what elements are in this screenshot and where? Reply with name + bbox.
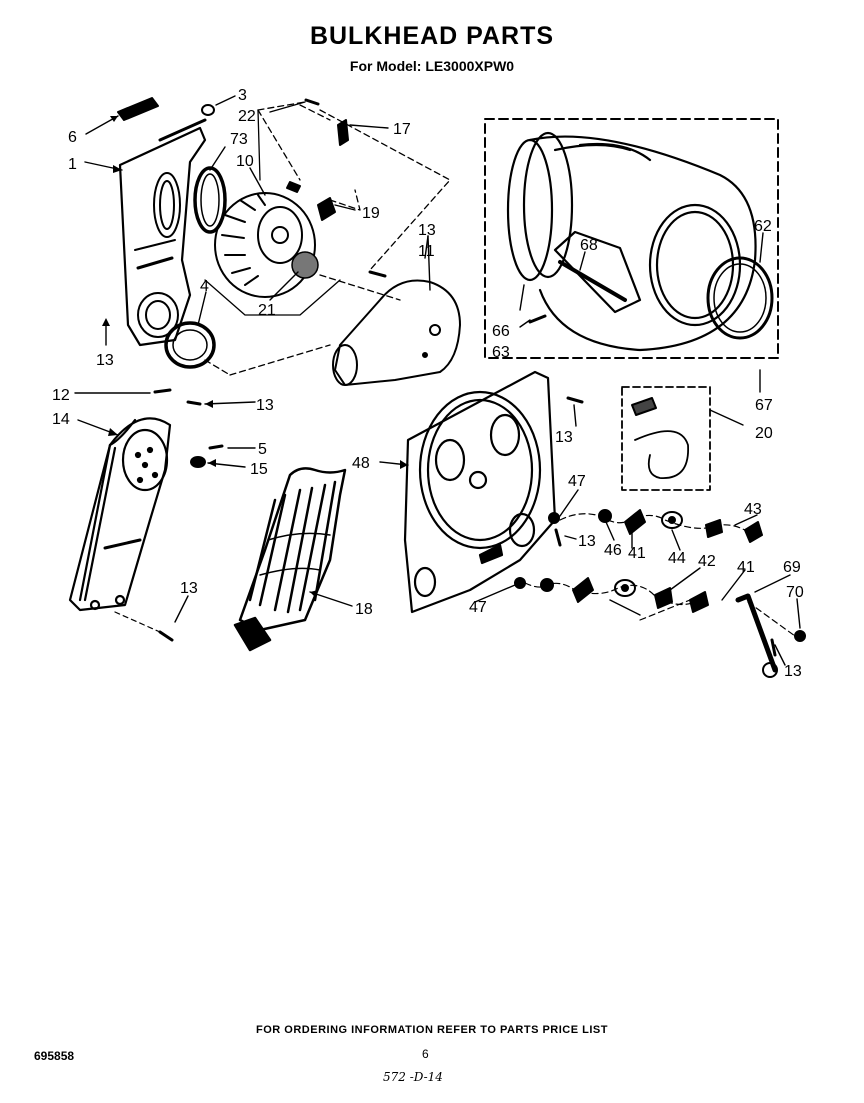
callout-label: 13 xyxy=(555,429,573,446)
callout-label: 73 xyxy=(230,131,248,148)
drum-seal-ring-part xyxy=(706,256,774,340)
callout-label: 47 xyxy=(469,599,487,616)
callout-label: 17 xyxy=(393,121,411,138)
callout-label: 67 xyxy=(755,397,773,414)
bolt-part xyxy=(286,181,301,193)
callout-label: 22 xyxy=(238,108,256,125)
callout-label: 20 xyxy=(755,425,773,442)
callout-label: 3 xyxy=(238,87,247,104)
blower-housing-part xyxy=(118,126,207,347)
roller-assembly-parts xyxy=(540,509,806,678)
callout-label: 47 xyxy=(568,473,586,490)
drum-assembly-box xyxy=(484,118,779,359)
callout-label: 1 xyxy=(68,156,77,173)
kit-wire-part xyxy=(634,430,689,479)
callout-label: 21 xyxy=(258,302,276,319)
gasket-ring-part xyxy=(193,166,227,234)
callout-label: 70 xyxy=(786,584,804,601)
blower-housing-cover-part xyxy=(332,279,461,386)
page-title: BULKHEAD PARTS xyxy=(309,22,555,50)
ordering-note: FOR ORDERING INFORMATION REFER TO PARTS … xyxy=(256,1024,608,1036)
callout-label: 69 xyxy=(783,559,801,576)
screw-part xyxy=(158,630,174,642)
clip-part xyxy=(317,197,336,221)
callout-label: 5 xyxy=(258,441,267,458)
filter-screen-part xyxy=(291,251,319,279)
callout-label: 41 xyxy=(628,545,646,562)
callout-labels: 6 1 3 22 73 10 17 19 13 11 4 21 13 12 13… xyxy=(52,87,804,680)
callout-label: 44 xyxy=(668,550,686,567)
bulkhead-panel-part xyxy=(403,370,557,614)
callout-label: 62 xyxy=(754,218,772,235)
callout-label: 68 xyxy=(580,237,598,254)
arrowheads xyxy=(102,116,408,598)
callout-label: 15 xyxy=(250,461,268,478)
seal-ring-part xyxy=(164,321,216,369)
blower-wheel-part xyxy=(214,192,316,298)
callout-label: 14 xyxy=(52,411,70,428)
callout-label: 41 xyxy=(737,559,755,576)
callout-label: 48 xyxy=(352,455,370,472)
screw-part xyxy=(201,104,215,116)
heater-element-part xyxy=(233,467,347,652)
screw-part xyxy=(186,400,202,406)
panel-screw-part xyxy=(554,528,562,547)
callout-label: 19 xyxy=(362,205,380,222)
document-number: 695858 xyxy=(34,1049,75,1063)
nut-part xyxy=(208,444,224,450)
callout-label: 11 xyxy=(418,243,435,260)
parts-kit-box xyxy=(621,386,711,491)
seal-strip-part xyxy=(117,97,159,121)
idler-bracket-part xyxy=(68,417,172,612)
bracket-part xyxy=(337,119,349,146)
callout-label: 66 xyxy=(492,323,510,340)
roller-dashed-leaders xyxy=(524,513,796,637)
callout-label: 4 xyxy=(200,278,209,295)
dashed-leaders xyxy=(204,101,451,376)
drum-part xyxy=(506,131,757,352)
callout-label: 46 xyxy=(604,542,622,559)
drum-screw-part xyxy=(528,314,547,324)
screw-top xyxy=(304,98,320,106)
callout-label: 13 xyxy=(256,397,274,414)
callout-label: 13 xyxy=(784,663,802,680)
callout-label: 13 xyxy=(180,580,198,597)
callout-label: 13 xyxy=(418,222,436,239)
nut-part xyxy=(514,577,526,589)
callout-label: 13 xyxy=(578,533,596,550)
screw-part xyxy=(153,388,172,394)
callout-label: 63 xyxy=(492,344,510,361)
page-number: 6 xyxy=(422,1047,429,1061)
callout-leaders xyxy=(74,95,801,666)
panel-screw-part xyxy=(566,396,584,404)
kit-tube-part xyxy=(631,397,657,416)
callout-label: 42 xyxy=(698,553,716,570)
nut-part xyxy=(548,512,560,524)
model-line: For Model: LE3000XPW0 xyxy=(349,58,515,74)
callout-label: 18 xyxy=(355,601,373,618)
washer-part xyxy=(190,456,206,468)
callout-label: 10 xyxy=(236,153,254,170)
screw-part xyxy=(368,270,387,278)
callout-label: 12 xyxy=(52,387,70,404)
bracket-strip xyxy=(158,118,207,142)
callout-label: 43 xyxy=(744,501,762,518)
callout-label: 13 xyxy=(96,352,114,369)
callout-label: 6 xyxy=(68,129,77,146)
handwritten-note: 572 -D-14 xyxy=(383,1070,443,1084)
